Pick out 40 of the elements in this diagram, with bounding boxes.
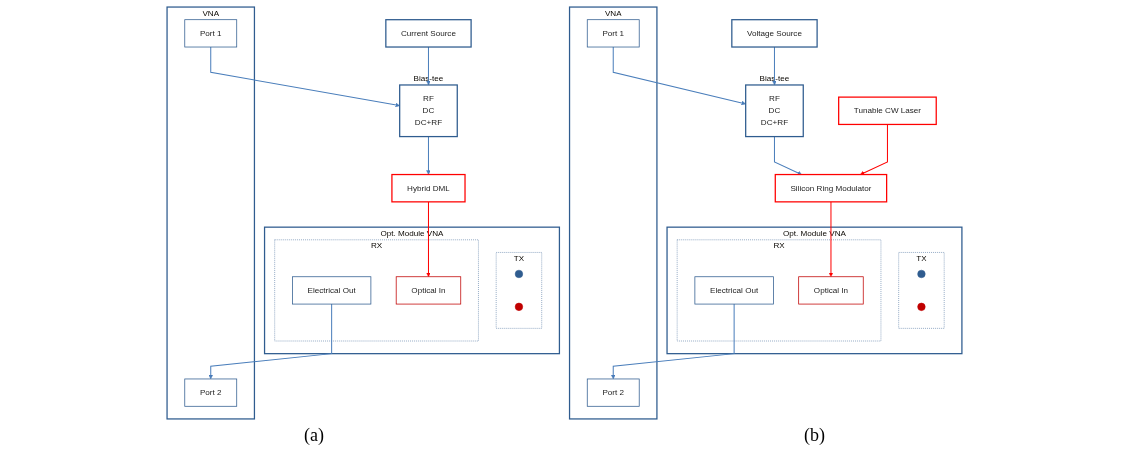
arrow — [773, 135, 802, 175]
node-box — [184, 378, 238, 407]
cluster — [274, 239, 479, 341]
node-box — [399, 83, 458, 137]
node-box — [184, 18, 238, 47]
node-box — [798, 275, 864, 304]
cluster — [166, 5, 256, 420]
arrow — [772, 46, 777, 85]
node-box — [731, 18, 818, 48]
node-box — [292, 275, 372, 304]
arrow — [860, 123, 888, 175]
cluster — [495, 251, 542, 329]
arrow — [210, 46, 400, 107]
node-box — [586, 18, 640, 47]
node-box — [395, 275, 462, 304]
node-box — [694, 275, 774, 304]
node-circle — [917, 302, 926, 311]
arrow — [612, 46, 746, 105]
node-box — [838, 96, 937, 125]
panel-label: (a) — [304, 425, 324, 446]
cluster — [676, 239, 882, 341]
arrow — [611, 303, 735, 379]
arrow — [426, 200, 431, 277]
arrow — [828, 200, 834, 277]
cluster — [263, 226, 561, 354]
cluster — [568, 5, 658, 420]
node-box — [745, 83, 804, 137]
node-circle — [514, 302, 523, 311]
node-box — [774, 173, 888, 202]
arrow — [426, 46, 431, 85]
panel-label: (b) — [804, 425, 825, 446]
node-box — [385, 18, 472, 48]
node-circle — [917, 269, 926, 278]
node-circle — [514, 269, 523, 278]
arrow — [208, 303, 333, 379]
node-box — [586, 378, 640, 407]
node-box — [391, 173, 466, 202]
arrow — [426, 135, 431, 175]
cluster — [666, 226, 963, 354]
cluster — [898, 251, 945, 329]
